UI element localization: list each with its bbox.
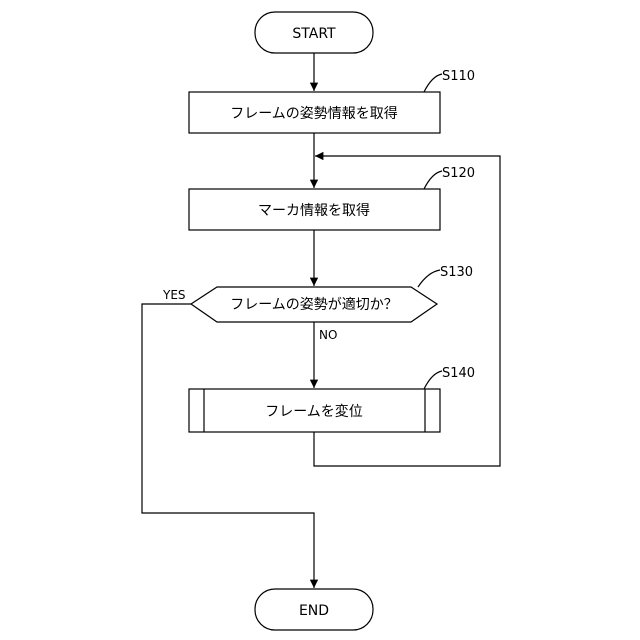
subroutine-s140: フレームを変位 S140 [189, 366, 475, 432]
decision-s130: フレームの姿勢が適切か？ S130 [191, 265, 473, 322]
process-s120-text: マーカ情報を取得 [258, 202, 370, 219]
step-id-s110: S110 [442, 69, 475, 84]
start-label: START [292, 26, 336, 42]
process-s110-text: フレームの姿勢情報を取得 [230, 105, 398, 122]
process-s120: マーカ情報を取得 S120 [189, 166, 475, 230]
yes-label: YES [162, 288, 186, 302]
subroutine-s140-text: フレームを変位 [265, 403, 363, 420]
step-id-s120: S120 [442, 166, 475, 181]
end-terminal: END [255, 589, 373, 630]
end-label: END [299, 603, 329, 619]
connector-yes-end [142, 304, 314, 588]
step-id-s140: S140 [442, 366, 475, 381]
process-s110: フレームの姿勢情報を取得 S110 [189, 69, 475, 133]
no-label: NO [319, 328, 337, 342]
decision-s130-text: フレームの姿勢が適切か？ [230, 296, 398, 313]
start-terminal: START [255, 12, 373, 53]
step-id-s130: S130 [440, 265, 473, 280]
